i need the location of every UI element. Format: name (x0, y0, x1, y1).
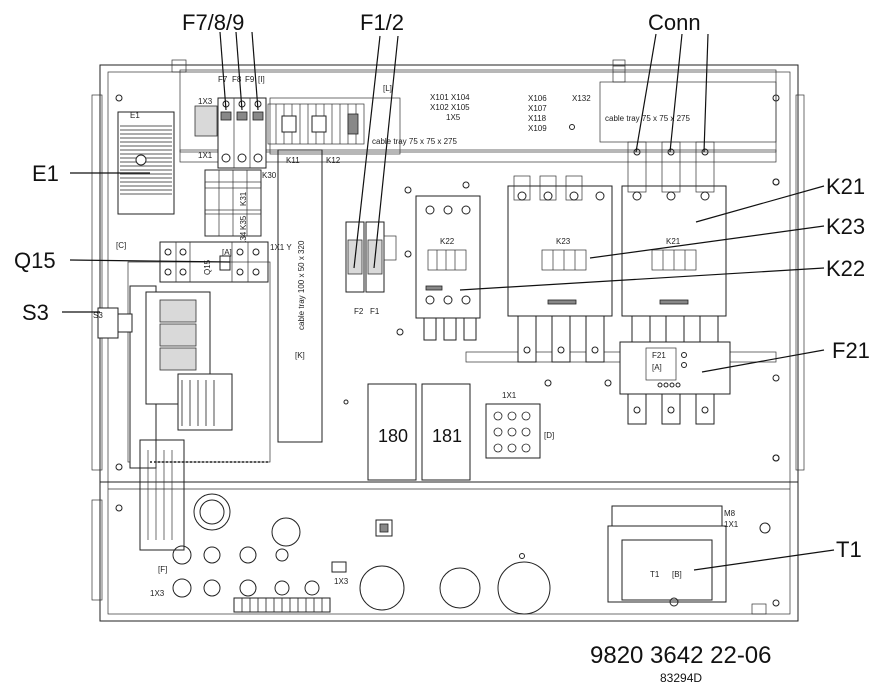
x101-x104-label: X101 X104 (430, 93, 470, 102)
x118-label: X118 (528, 114, 547, 123)
a-small-label: [A] (222, 248, 232, 257)
x5-label: 1X5 (446, 113, 461, 122)
f1-small-label: F1 (370, 307, 380, 316)
callout-f12: F1/2 (360, 10, 404, 35)
callout-e1: E1 (32, 161, 59, 186)
x3-left-bottom-label: 1X3 (150, 589, 165, 598)
aux-relays: K30 K31 K35 K34 (204, 169, 277, 246)
callout-k23: K23 (826, 214, 865, 239)
x106-label: X106 (528, 94, 547, 103)
callout-conn: Conn (648, 10, 701, 35)
k21-contactor: K21 (621, 141, 780, 347)
x109-label: X109 (528, 124, 547, 133)
f21-small-label: F21 (652, 351, 666, 360)
k11-label: K11 (286, 156, 300, 165)
k30-label: K30 (262, 171, 277, 180)
k-mark-label: [K] (295, 351, 305, 360)
x102-x105-label: X102 X105 (430, 103, 470, 112)
x3-mid-label: 1X3 (334, 577, 349, 586)
vertical-cable-tray: cable tray 100 x 50 x 320 [K] (277, 149, 323, 443)
f2-small-label: F2 (354, 307, 364, 316)
document-code-text: 83294D (660, 671, 702, 685)
document-number-text: 9820 3642 22-06 (590, 642, 772, 669)
e1-small-label: E1 (130, 111, 140, 120)
f21-overload: F21 [A] (619, 341, 731, 425)
tray-top-left-label: cable tray 75 x 75 x 275 (372, 137, 457, 146)
callout-t1: T1 (836, 537, 862, 562)
l-mark-label: [L] (383, 84, 392, 93)
callout-k21: K21 (826, 174, 865, 199)
leader-lines (62, 31, 835, 571)
b-mark-label: [B] (672, 570, 682, 579)
s3-small-label: S3 (93, 311, 103, 320)
callout-f789: F7/8/9 (182, 10, 244, 35)
callout-f21: F21 (832, 338, 870, 363)
f7-small-label: F7 (218, 75, 228, 84)
terminal-1x1: 1X1 [D] (396, 181, 780, 462)
tray-vertical-label: cable tray 100 x 50 x 320 (297, 240, 306, 330)
top-cable-tray: cable tray 75 x 75 x 275 cable tray 75 x… (171, 59, 777, 155)
a-mark-label: [A] (652, 363, 662, 372)
callout-labels: F7/8/9 F1/2 Conn E1 K21 K23 Q15 K22 S3 F… (14, 10, 870, 562)
d-mark-label: [D] (544, 431, 554, 440)
c-mark-label: [C] (116, 241, 126, 250)
k12-label: K12 (326, 156, 341, 165)
x3-left-label: 1X3 (198, 97, 213, 106)
t1-small-label: T1 (650, 570, 660, 579)
document-number: 9820 3642 22-06 83294D (590, 642, 772, 685)
k31-label: K31 (239, 191, 248, 206)
q15-small-label: Q15 (203, 259, 212, 275)
x1-top-label: 1X1 (502, 391, 517, 400)
tray-top-right-label: cable tray 75 x 75 x 275 (605, 114, 690, 123)
x107-label: X107 (528, 104, 547, 113)
f9-small-label: F9 (245, 75, 255, 84)
x3-right-label: 1X1 (724, 520, 739, 529)
relay-181-label: 181 (432, 426, 462, 446)
callout-s3: S3 (22, 300, 49, 325)
x132-label: X132 (572, 94, 591, 103)
e1-heater: E1 (117, 111, 175, 215)
f-mark-label: [F] (158, 565, 167, 574)
relay-blocks: 180 181 (343, 383, 471, 481)
f8-small-label: F8 (232, 75, 242, 84)
control-board: S3 (93, 261, 271, 551)
k35-label: K35 (239, 215, 248, 230)
m8-label: M8 (724, 509, 736, 518)
k22-small-label: K22 (440, 237, 455, 246)
callout-q15: Q15 (14, 248, 56, 273)
relay-180-label: 180 (378, 426, 408, 446)
k23-contactor: K23 (507, 175, 613, 363)
x1b-label: 1X1 (198, 151, 213, 160)
k22-contactor: K22 (415, 195, 481, 341)
lower-panel: 1X3 1X3 [F] T1 [B] M8 1X1 (150, 493, 767, 615)
callout-k22: K22 (826, 256, 865, 281)
k34-label: K34 (239, 231, 248, 246)
k23-small-label: K23 (556, 237, 571, 246)
k21-small-label: K21 (666, 237, 681, 246)
f1-f2-fuses: F2 F1 (345, 221, 397, 316)
i-mark-label: [I] (258, 75, 265, 84)
x1y-label: 1X1 Y (270, 243, 292, 252)
